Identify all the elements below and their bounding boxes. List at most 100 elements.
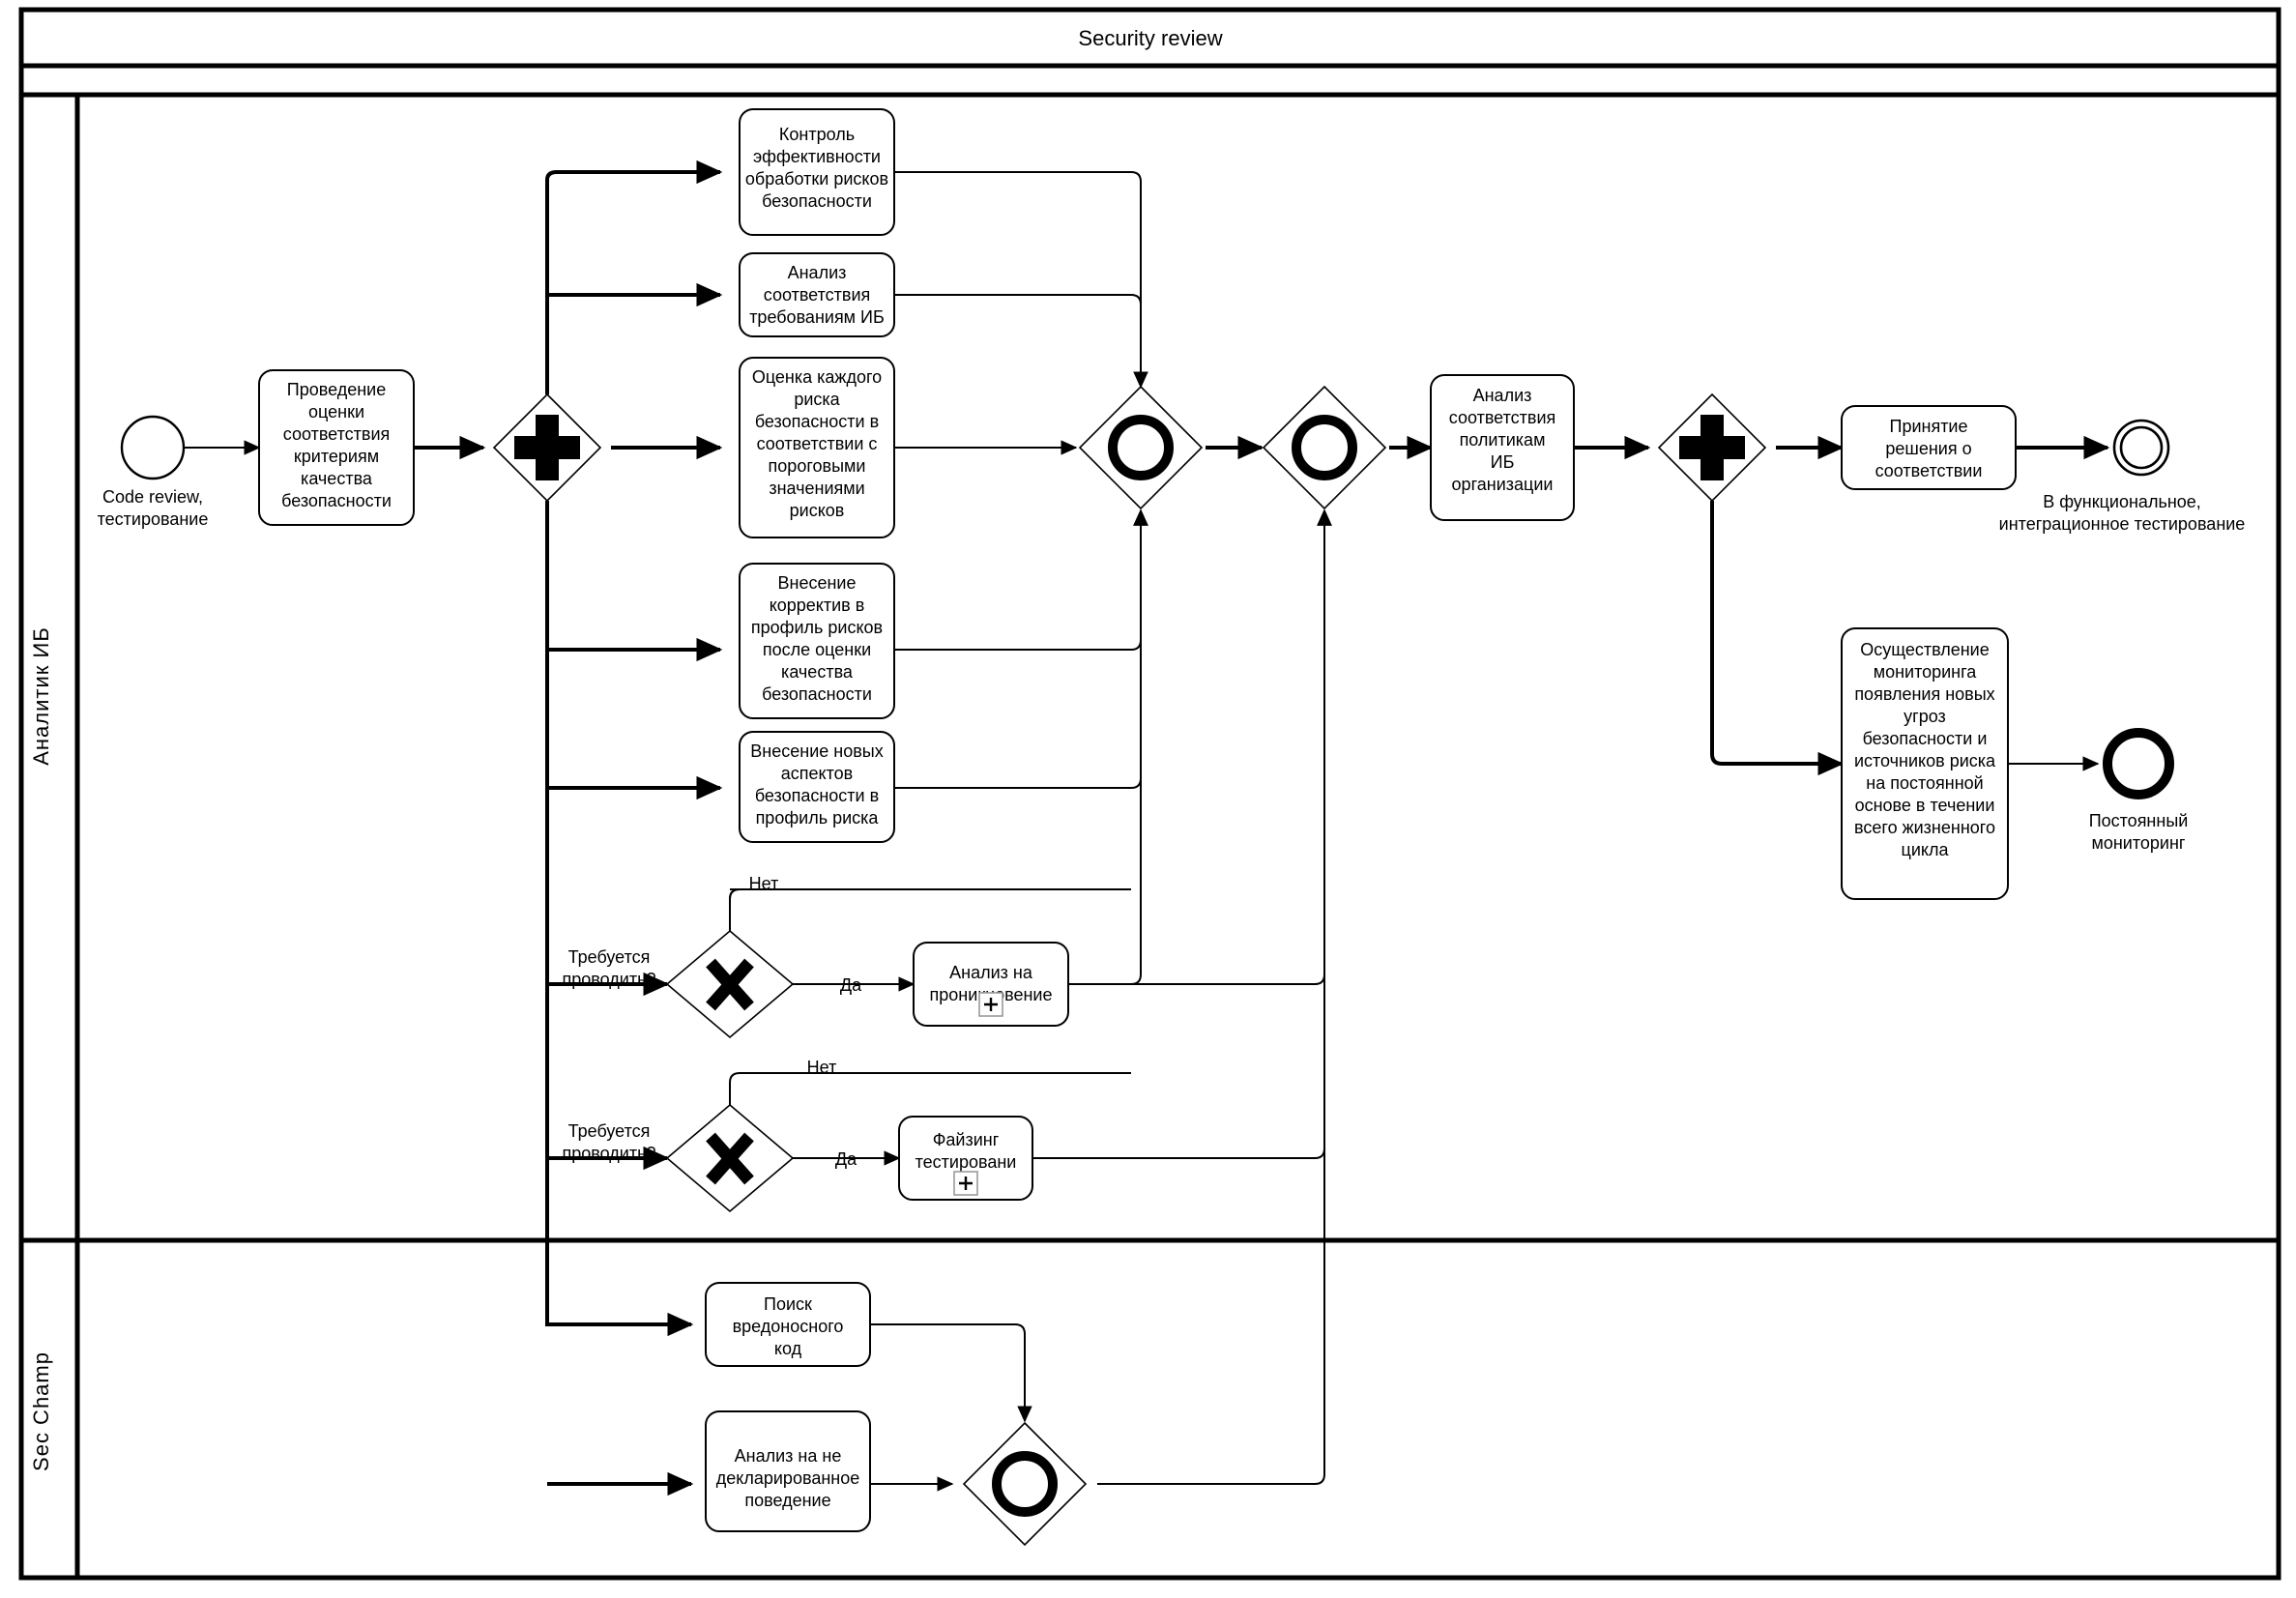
- gateway-or-join-secchamp[interactable]: [962, 1421, 1088, 1547]
- flow-compliance-to-or1: [894, 294, 1148, 389]
- task-monitoring-line-4: угроз: [1904, 707, 1946, 726]
- task-monitoring-line-1: Осуществление: [1860, 640, 1990, 659]
- task-fuzzing-box[interactable]: [898, 1116, 1033, 1201]
- task-undeclared-line-2: декларированное: [716, 1468, 859, 1488]
- event-start[interactable]: Code review, тестирование: [98, 415, 209, 529]
- gateway-or-join-secchamp-diamond[interactable]: [962, 1421, 1088, 1547]
- task-monitoring-line-6: источников риска: [1854, 751, 1996, 770]
- gateway-xor-pentest-label-line2: проводить?: [563, 970, 656, 989]
- task-undeclared[interactable]: Анализ на не декларированное поведение: [705, 1410, 871, 1532]
- task-decision[interactable]: Принятие решения о соответствии: [1841, 405, 2017, 490]
- task-new-aspects-line-4: профиль риска: [756, 808, 880, 828]
- task-assessment-line-3: соответствия: [283, 424, 391, 444]
- task-compliance-analysis[interactable]: Анализ соответствия требованиям ИБ: [739, 252, 895, 337]
- task-monitoring-line-9: всего жизненного: [1854, 818, 1995, 837]
- task-risk-evaluation-line-2: риска: [794, 390, 840, 409]
- task-penetration[interactable]: Анализ на проникновение: [913, 942, 1069, 1027]
- task-control-effectiveness-line-1: Контроль: [779, 125, 855, 144]
- end-event-monitoring-label-line2: мониторинг: [2091, 833, 2185, 853]
- lane-label-secchamp: Sec Champ: [29, 1351, 53, 1471]
- flow-and2-to-monitoring: [1710, 501, 1845, 776]
- gateway-or-join-1[interactable]: [1078, 385, 1204, 510]
- task-risk-profile-update-line-1: Внесение: [778, 573, 857, 593]
- task-undeclared-line-3: поведение: [744, 1491, 830, 1510]
- task-risk-profile-update[interactable]: Внесение корректив в профиль рисков посл…: [739, 563, 895, 719]
- task-risk-evaluation-line-7: рисков: [790, 501, 845, 520]
- task-risk-evaluation-line-3: безопасности в: [755, 412, 879, 431]
- circle-icon: [992, 1451, 1058, 1517]
- subprocess-marker-fuzzing: [953, 1171, 978, 1196]
- task-control-effectiveness[interactable]: Контроль эффективности обработки рисков …: [739, 108, 895, 236]
- end-event-monitoring-label-line1: Постоянный: [2089, 811, 2189, 830]
- task-control-effectiveness-line-3: обработки рисков: [745, 169, 888, 189]
- flow-and-to-control-effectiveness: [545, 160, 723, 394]
- task-compliance-analysis-box[interactable]: [739, 252, 895, 337]
- gateway-and-split-2[interactable]: [1657, 392, 1767, 503]
- task-decision-line-2: решения о: [1885, 439, 1971, 458]
- task-risk-evaluation-box[interactable]: [739, 357, 895, 538]
- pool-title: Security review: [1078, 26, 1222, 50]
- task-penetration-line-1: Анализ на: [949, 963, 1033, 982]
- gateway-and-split[interactable]: [492, 392, 602, 503]
- task-policy-analysis-box[interactable]: [1430, 374, 1575, 521]
- task-monitoring-line-7: на постоянной: [1866, 773, 1983, 793]
- task-new-aspects-box[interactable]: [739, 731, 895, 843]
- task-undeclared-line-1: Анализ на не: [735, 1446, 842, 1466]
- task-monitoring-box[interactable]: [1841, 627, 2009, 900]
- task-fuzzing[interactable]: Файзинг тестировани е: [898, 1116, 1033, 1201]
- task-policy-analysis-line-2: соответствия: [1449, 408, 1556, 427]
- task-malware-search-line-3: код: [774, 1339, 802, 1358]
- task-malware-search[interactable]: Поиск вредоносного код: [705, 1282, 871, 1367]
- task-policy-analysis-line-5: организации: [1452, 475, 1554, 494]
- task-risk-evaluation-line-1: Оценка каждого: [752, 367, 882, 387]
- start-event-circle[interactable]: [120, 415, 186, 480]
- task-risk-evaluation[interactable]: Оценка каждого риска безопасности в соот…: [739, 357, 895, 538]
- subprocess-marker-penetration: [978, 992, 1003, 1017]
- task-assessment-box[interactable]: [258, 369, 415, 526]
- gateway-xor-fuzzing-label-line1: Требуется: [568, 1121, 651, 1141]
- task-fuzzing-line-1: Файзинг: [933, 1130, 1000, 1149]
- task-monitoring[interactable]: Осуществление мониторинга появления новы…: [1841, 627, 2009, 900]
- task-malware-search-line-2: вредоносного: [733, 1317, 844, 1336]
- gateway-or-join-1-diamond[interactable]: [1078, 385, 1204, 510]
- task-monitoring-line-2: мониторинга: [1874, 662, 1978, 682]
- gateway-or-join-2[interactable]: [1262, 385, 1387, 510]
- task-decision-box[interactable]: [1841, 405, 2017, 490]
- event-end-functional[interactable]: В функциональное, интеграционное тестиро…: [1999, 419, 2246, 534]
- gateway-or-join-2-diamond[interactable]: [1262, 385, 1387, 510]
- gateway-xor-fuzzing[interactable]: Требуется проводить? Нет Да: [563, 1058, 858, 1213]
- gateway-xor-pentest-label-line1: Требуется: [568, 947, 651, 967]
- end-event-monitoring-circle[interactable]: [2103, 728, 2174, 799]
- event-end-monitoring[interactable]: Постоянный мониторинг: [2089, 728, 2189, 853]
- task-control-effectiveness-box[interactable]: [739, 108, 895, 236]
- circle-icon: [1108, 415, 1174, 480]
- task-assessment-line-6: безопасности: [281, 491, 392, 510]
- task-decision-line-3: соответствии: [1875, 461, 1983, 480]
- end-event-functional-label-line2: интеграционное тестирование: [1999, 514, 2246, 534]
- end-event-inner-circle: [2119, 425, 2164, 470]
- task-monitoring-line-8: основе в течении: [1855, 796, 1995, 815]
- task-undeclared-box[interactable]: [705, 1410, 871, 1532]
- x-icon: [706, 958, 754, 1011]
- task-policy-analysis[interactable]: Анализ соответствия политикам ИБ организ…: [1430, 374, 1575, 521]
- task-new-aspects-line-2: аспектов: [781, 764, 853, 783]
- task-risk-profile-update-line-3: профиль рисков: [751, 618, 883, 637]
- task-assessment[interactable]: Проведение оценки соответствия критериям…: [258, 369, 415, 526]
- task-new-aspects[interactable]: Внесение новых аспектов безопасности в п…: [739, 731, 895, 843]
- gateway-xor-pentest[interactable]: Требуется проводить? Нет Да: [563, 874, 863, 1039]
- task-penetration-box[interactable]: [913, 942, 1069, 1027]
- task-risk-profile-update-box[interactable]: [739, 563, 895, 719]
- flow-label-fuzzing-yes: Да: [835, 1149, 857, 1169]
- task-monitoring-line-10: цикла: [1902, 840, 1950, 859]
- task-assessment-line-4: критериям: [294, 447, 379, 466]
- flow-pentest-to-or2: [1068, 508, 1332, 985]
- task-policy-analysis-line-3: политикам: [1460, 430, 1546, 450]
- task-decision-line-1: Принятие: [1890, 417, 1968, 436]
- task-risk-evaluation-line-6: значениями: [769, 479, 864, 498]
- flow-fuzzing-no-route: [729, 1072, 1131, 1117]
- flow-label-pentest-no: Нет: [749, 874, 779, 893]
- task-malware-search-box[interactable]: [705, 1282, 871, 1367]
- task-malware-search-line-1: Поиск: [764, 1294, 812, 1314]
- start-event-label-line2: тестирование: [98, 509, 209, 529]
